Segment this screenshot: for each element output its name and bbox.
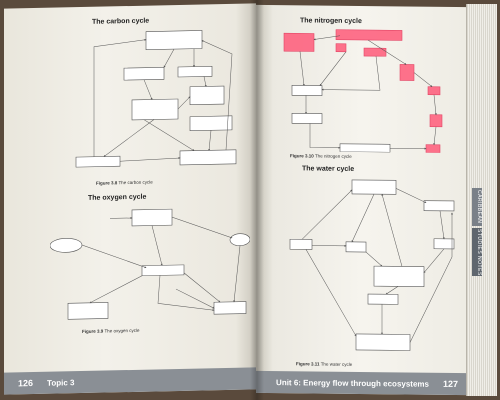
oxygen-cycle-title: The oxygen cycle	[88, 193, 147, 202]
carbon-cycle-caption: Figure 3.8 The carbon cycle	[96, 179, 153, 186]
nitrogen-cycle-caption: Figure 3.10 The nitrogen cycle	[290, 153, 352, 159]
left-section-label: Topic 3	[47, 377, 75, 388]
right-unit-label: Unit 6: Energy flow through ecosystems	[276, 377, 429, 389]
left-page-number: 126	[18, 378, 34, 389]
side-tab-caribbean[interactable]: CARIBBEAN	[472, 188, 482, 226]
left-page-footer: 126 Topic 3	[4, 367, 256, 395]
side-tab-notes[interactable]: STUDIES NOTES	[472, 228, 482, 276]
right-page-footer: Unit 6: Energy flow through ecosystems 1…	[256, 370, 468, 396]
water-cycle-caption: Figure 3.11 The water cycle	[296, 361, 353, 367]
carbon-cycle-title: The carbon cycle	[92, 17, 150, 26]
nitrogen-cycle-diagram	[283, 29, 443, 154]
oxygen-cycle-caption: Figure 3.9 The oxygen cycle	[82, 327, 140, 335]
nitrogen-cycle-title: The nitrogen cycle	[300, 17, 362, 25]
water-cycle-title: The water cycle	[302, 165, 355, 173]
right-page: The nitrogen cycle Figur	[256, 4, 468, 396]
oxygen-cycle-diagram	[50, 208, 250, 320]
right-page-number: 127	[442, 378, 458, 390]
carbon-cycle-diagram	[75, 30, 237, 168]
water-cycle-diagram	[289, 179, 455, 351]
left-page: The carbon cycle	[4, 3, 256, 395]
